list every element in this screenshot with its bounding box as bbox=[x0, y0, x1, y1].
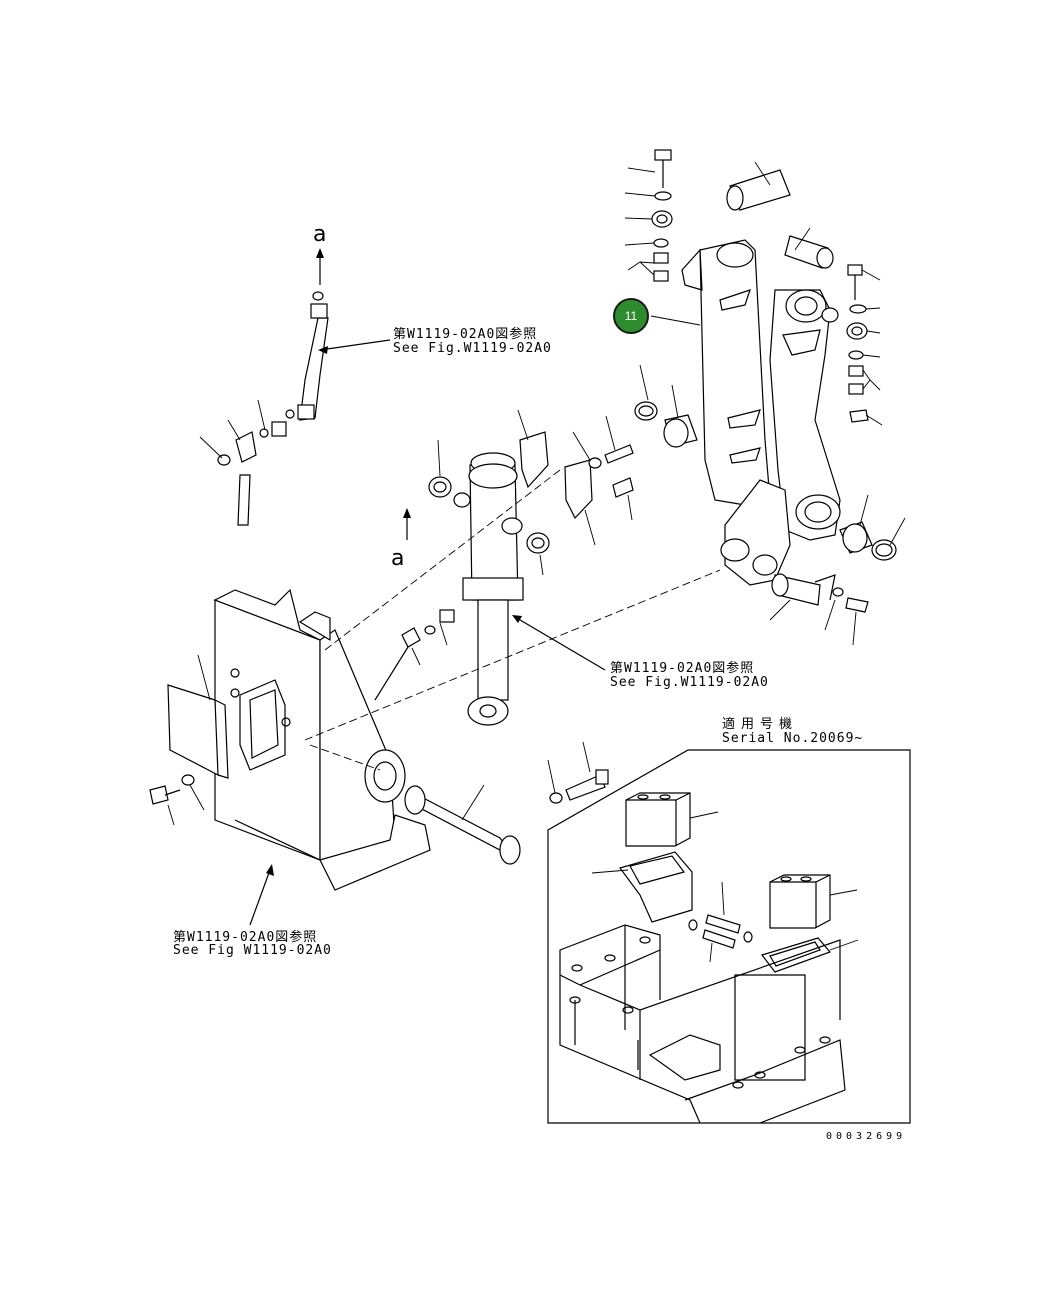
connection-letter-top: a bbox=[313, 222, 327, 247]
drawing-number: 00032699 bbox=[826, 1131, 907, 1142]
hydraulic-cylinder bbox=[428, 452, 550, 726]
phantom-lines bbox=[304, 469, 721, 771]
reference-note-1-jp: 第W1119-02A0図参照 bbox=[393, 327, 538, 342]
frame-bolts bbox=[149, 774, 195, 805]
small-bolts bbox=[374, 444, 634, 701]
reference-note-2-jp: 第W1119-02A0図参照 bbox=[610, 661, 755, 676]
reference-note-3-jp: 第W1119-02A0図参照 bbox=[173, 930, 318, 945]
connection-letter-mid: a bbox=[391, 546, 405, 571]
fastener-stack-right bbox=[846, 264, 869, 423]
lower-arm-pin bbox=[771, 573, 869, 613]
clamp-brackets bbox=[519, 431, 593, 520]
main-frame bbox=[213, 588, 431, 891]
fastener-stack-left bbox=[651, 149, 673, 282]
reference-note-3-en: See Fig W1119-02A0 bbox=[173, 943, 332, 958]
serial-label-en: Serial No.20069~ bbox=[722, 731, 864, 746]
hose-assembly bbox=[217, 291, 329, 526]
reference-note-2-en: See Fig.W1119-02A0 bbox=[610, 675, 769, 690]
direction-arrows bbox=[249, 248, 606, 926]
part-callout-11[interactable]: 11 bbox=[613, 298, 649, 334]
reference-note-1-en: See Fig.W1119-02A0 bbox=[393, 341, 552, 356]
upper-arm-links bbox=[681, 239, 841, 586]
serial-inset-box bbox=[547, 749, 911, 1124]
arm-bushings bbox=[634, 401, 897, 561]
leader-lines bbox=[167, 161, 906, 826]
cover-plate bbox=[167, 684, 229, 779]
top-pins bbox=[726, 169, 834, 269]
serial-label-jp: 適用号機 bbox=[722, 717, 799, 732]
main-pin bbox=[404, 769, 609, 865]
